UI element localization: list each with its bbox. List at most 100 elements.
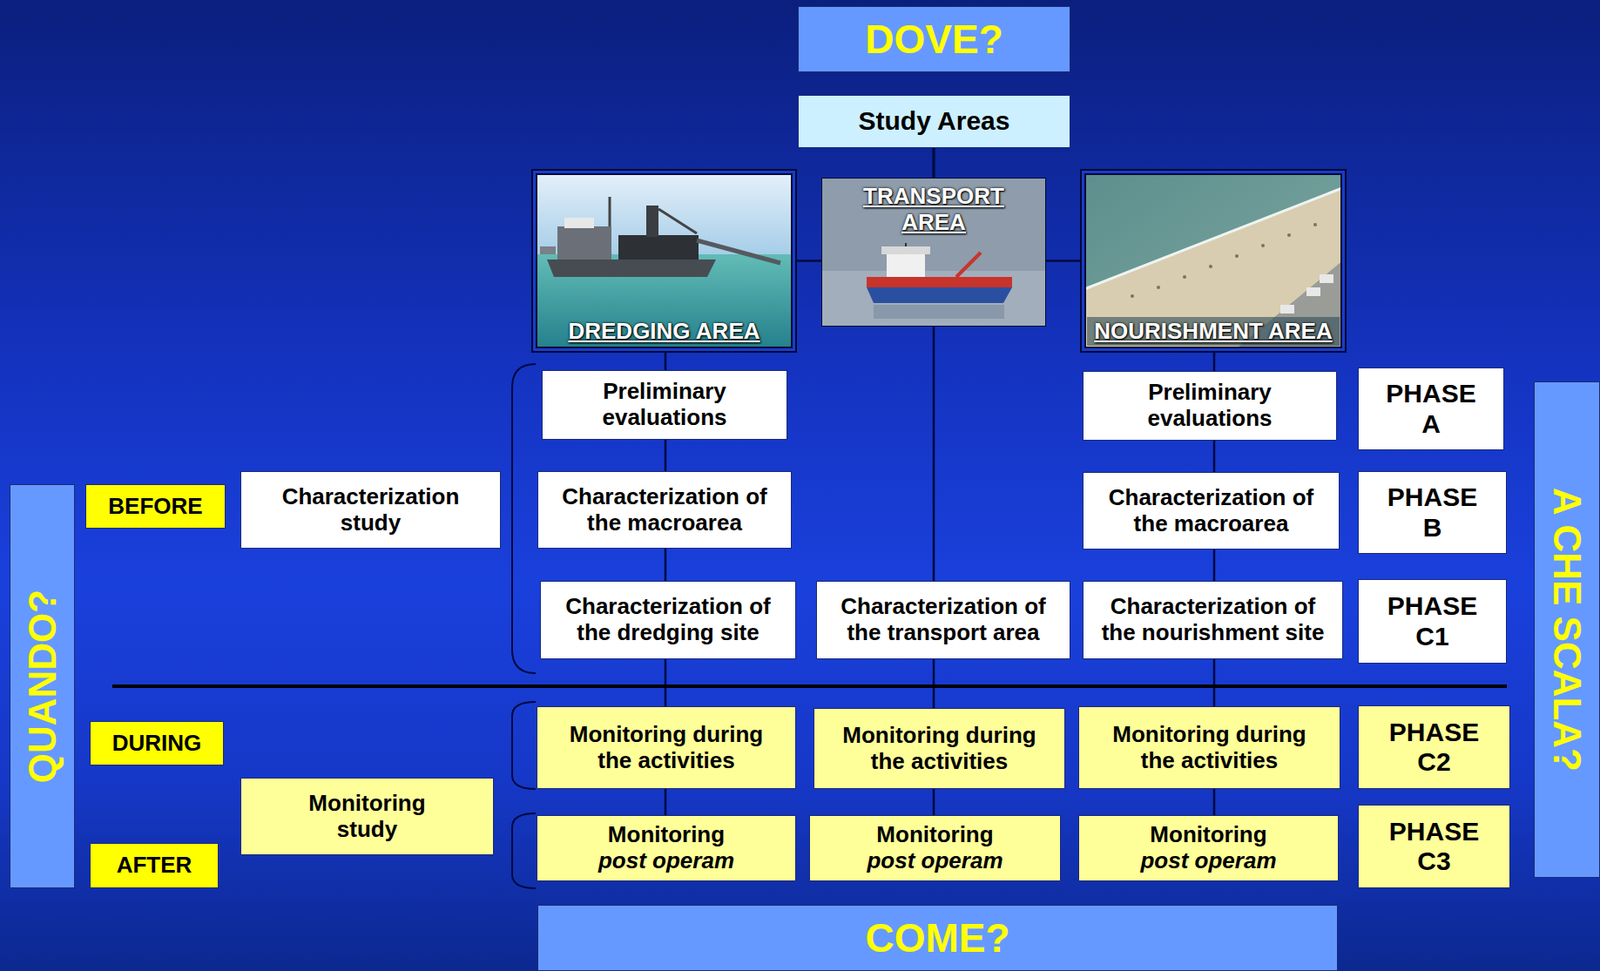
node-label: Characterization study [256, 484, 486, 537]
connector [664, 439, 668, 472]
connector [1213, 549, 1216, 581]
phase-box: PHASE B [1357, 471, 1507, 554]
node-label: Characterization of the dredging site [553, 594, 783, 647]
node-label: A CHE SCALA? [1545, 487, 1590, 772]
node-label: post operam [866, 848, 1003, 875]
ship-bridge [881, 246, 931, 255]
node-label: PHASE A [1385, 378, 1476, 439]
time-tag: BEFORE [85, 484, 226, 529]
process-box: Characterization of the transport area [816, 580, 1071, 660]
monitoring-box: Monitoring during the activities [813, 708, 1066, 790]
node-label: PHASE C2 [1389, 717, 1479, 778]
node-label: Monitoring during the activities [552, 722, 781, 775]
dredger-mast [608, 196, 612, 227]
phase-box: PHASE A [1357, 367, 1505, 451]
beach-umbrellas [1130, 222, 1317, 298]
monitoring-box: Monitoringpost operam [1078, 815, 1339, 882]
node-label: PHASE B [1387, 482, 1478, 543]
process-box: Preliminary evaluations [541, 370, 788, 440]
phase-box: PHASE C3 [1357, 804, 1511, 889]
ship-mast [904, 243, 907, 247]
dredger-tower [646, 205, 659, 237]
connector [932, 326, 936, 581]
node-label: DOVE? [864, 16, 1003, 63]
monitoring-box: Monitoringpost operam [809, 815, 1061, 882]
monitoring-box: Monitoringpost operam [536, 815, 797, 882]
connector [1213, 348, 1216, 372]
connector [664, 789, 668, 816]
connector [932, 789, 936, 816]
label-shade [1086, 317, 1340, 346]
monitoring-box: Monitoring during the activities [536, 706, 797, 790]
building [1319, 274, 1334, 284]
sea [821, 270, 1047, 327]
distant-ship [540, 246, 556, 255]
node-label: Monitoring [607, 822, 725, 849]
node-label: Characterization of the transport area [829, 594, 1058, 647]
photo-box: NOURISHMENT AREA [1084, 173, 1343, 349]
connector [1213, 659, 1216, 707]
node-label: Monitoring [876, 822, 993, 849]
dredger-deckhouse [557, 226, 612, 260]
dredger-crane [658, 209, 697, 234]
photo-box: TRANSPORT AREA [821, 177, 1047, 327]
node-label: Preliminary evaluations [1095, 379, 1324, 433]
ship-reflection [873, 304, 1005, 319]
bracket [512, 813, 536, 889]
node-label: BEFORE [108, 493, 203, 520]
node-label: Monitoring during the activities [825, 722, 1054, 776]
question-box: DOVE? [797, 6, 1071, 73]
node-label: post operam [598, 848, 735, 875]
node-label: QUANDO? [20, 589, 65, 784]
process-box: Characterization of the macroarea [1082, 472, 1340, 550]
ship-superstructure [886, 252, 925, 279]
time-band: QUANDO? [9, 484, 75, 889]
time-tag: DURING [89, 721, 224, 766]
bracket [512, 364, 536, 674]
node-label: PHASE C1 [1387, 591, 1478, 652]
node-label: AFTER [116, 852, 193, 879]
sea [535, 254, 793, 349]
time-tag: AFTER [89, 843, 219, 889]
sea [1084, 173, 1343, 349]
dredger-plant [618, 235, 699, 260]
process-box: Preliminary evaluations [1082, 371, 1337, 441]
node-label: DREDGING AREA [567, 318, 760, 345]
connector [932, 659, 936, 709]
node-label: PHASE C3 [1389, 816, 1479, 878]
node-label: Monitoring during the activities [1095, 722, 1324, 775]
building [1306, 287, 1321, 297]
node-label: Characterization of the macroarea [1097, 485, 1326, 538]
scale-band: A CHE SCALA? [1533, 381, 1600, 878]
study-box: Monitoring study [240, 777, 494, 856]
node-label: Characterization of the nourishment site [1099, 594, 1328, 647]
dredger-hull [546, 259, 716, 277]
building [1280, 304, 1295, 314]
connector [664, 548, 668, 581]
phase-divider [112, 684, 1507, 689]
node-label: Study Areas [858, 106, 1011, 137]
process-box: Characterization of the nourishment site [1082, 580, 1344, 660]
ship-hull-red [866, 276, 1013, 288]
dredger-ladder [696, 240, 781, 264]
monitoring-box: Monitoring during the activities [1078, 706, 1341, 790]
dredger-bridge [564, 217, 595, 229]
connector [1213, 789, 1216, 816]
connector [664, 659, 668, 707]
header-box: Study Areas [797, 94, 1071, 149]
node-label: Characterization of the macroarea [550, 484, 779, 537]
node-label: NOURISHMENT AREA [1093, 318, 1332, 345]
process-box: Characterization of the macroarea [537, 471, 792, 549]
question-box: COME? [537, 904, 1338, 971]
node-label: Preliminary evaluations [550, 378, 779, 432]
ship-hull-blue [866, 287, 1013, 304]
connector [1213, 440, 1216, 473]
photo-box: DREDGING AREA [535, 173, 793, 349]
node-label: COME? [864, 915, 1010, 962]
phase-box: PHASE C1 [1357, 579, 1507, 664]
beach-sand [1084, 188, 1343, 349]
phase-box: PHASE C2 [1357, 705, 1511, 790]
node-label: Monitoring [1149, 822, 1267, 849]
node-label: DURING [112, 730, 203, 757]
